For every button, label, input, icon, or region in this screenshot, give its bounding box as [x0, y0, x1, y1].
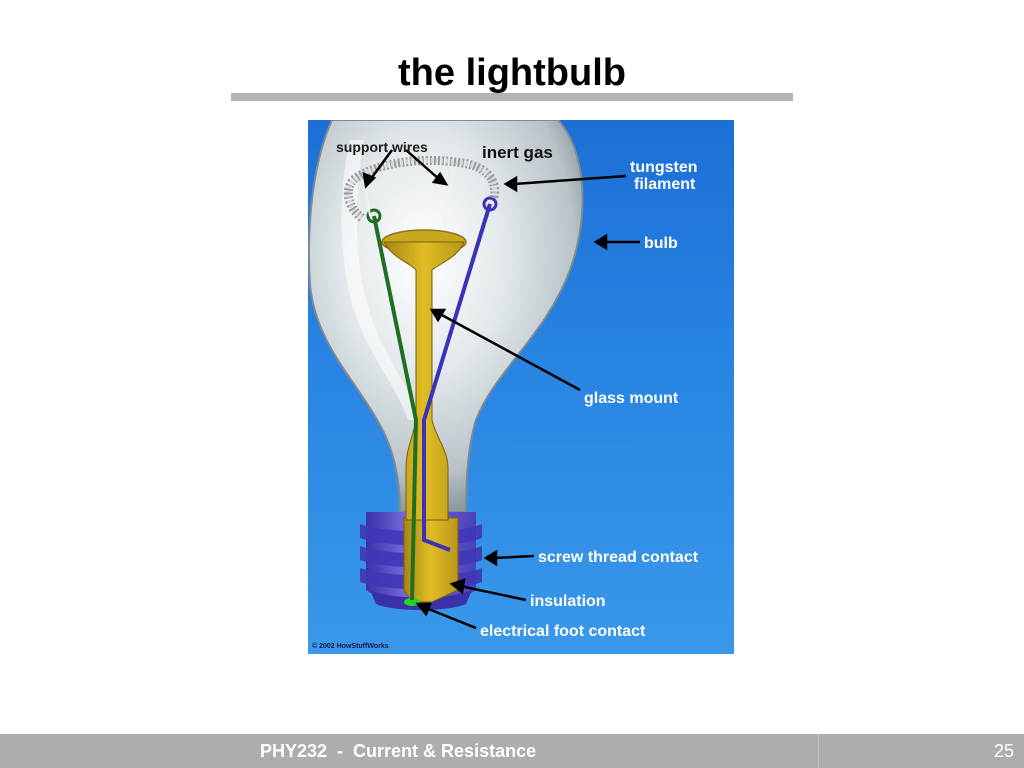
right-lead-wire: [422, 203, 492, 552]
footer-course-title: PHY232 - Current & Resistance: [260, 741, 537, 761]
label-inert-gas: inert gas: [482, 143, 553, 162]
glass-mount: [381, 229, 467, 521]
title-underline: [231, 93, 793, 101]
lightbulb-diagram: support wires inert gas tungsten filamen…: [308, 120, 734, 654]
copyright-text: © 2002 HowStuffWorks: [312, 642, 389, 650]
label-support-wires: support wires: [336, 139, 428, 155]
label-arrows: [362, 149, 640, 630]
label-screw-thread-contact: screw thread contact: [538, 549, 699, 566]
left-lead-wire: [372, 215, 419, 601]
page-number: 25: [993, 741, 1014, 761]
label-electrical-foot-contact: electrical foot contact: [480, 623, 646, 640]
foot-contact: [404, 598, 420, 606]
label-insulation: insulation: [530, 593, 606, 610]
footer-divider: [818, 734, 819, 768]
right-wire-loop: [482, 196, 498, 212]
insulation: [403, 517, 459, 603]
label-bulb: bulb: [644, 235, 678, 252]
left-wire-loop: [366, 208, 382, 224]
label-tungsten-line1: tungsten: [630, 159, 698, 176]
support-wire-right: [443, 167, 455, 229]
tungsten-filament: [343, 155, 500, 222]
glass-bulb-highlight: [341, 140, 420, 420]
slide-title: the lightbulb: [398, 52, 626, 94]
footer-bar: PHY232 - Current & Resistance 25: [0, 734, 1024, 768]
label-tungsten-line2: filament: [634, 176, 696, 193]
label-glass-mount: glass mount: [584, 390, 679, 407]
